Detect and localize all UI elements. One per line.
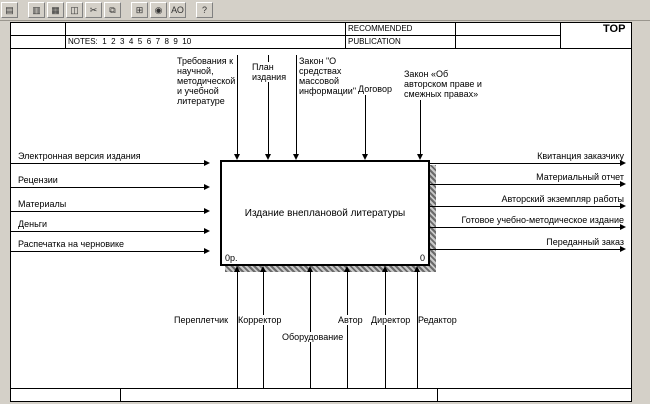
control-arrow-line[interactable] — [365, 95, 366, 154]
output-arrowhead — [620, 246, 626, 252]
input-label[interactable]: Рецензии — [18, 175, 58, 185]
output-label[interactable]: Авторский экземпляр работы — [501, 194, 624, 204]
mechanism-label[interactable]: Автор — [338, 315, 363, 325]
input-label[interactable]: Электронная версия издания — [18, 151, 141, 161]
footer-divider — [437, 388, 438, 402]
mechanism-arrowhead — [344, 266, 350, 272]
mechanism-arrowhead — [414, 266, 420, 272]
cut-icon[interactable]: ✂ — [85, 2, 102, 18]
copy-icon[interactable]: ⧉ — [104, 2, 121, 18]
output-arrowhead — [620, 224, 626, 230]
mechanism-arrowhead — [307, 266, 313, 272]
input-arrow-line[interactable] — [11, 187, 204, 188]
mechanism-arrow-line[interactable] — [237, 272, 238, 388]
frame-left-border — [10, 22, 11, 402]
save-icon[interactable]: ▦ — [47, 2, 64, 18]
control-arrowhead — [293, 154, 299, 160]
control-arrow-line[interactable] — [268, 55, 269, 154]
output-arrow-line[interactable] — [430, 227, 620, 228]
control-arrowhead — [234, 154, 240, 160]
mechanism-arrowhead — [260, 266, 266, 272]
activity-box[interactable]: Издание внеплановой литературы 0р. 0 — [220, 160, 430, 266]
control-label[interactable]: Договор — [358, 84, 392, 94]
frame-top-border — [10, 22, 632, 23]
input-label[interactable]: Материалы — [18, 199, 67, 209]
header-divider — [560, 22, 561, 48]
output-label[interactable]: Материальный отчет — [536, 172, 624, 182]
input-arrow-line[interactable] — [11, 231, 204, 232]
mechanism-label[interactable]: Корректор — [238, 315, 282, 325]
control-arrowhead — [362, 154, 368, 160]
mechanism-label[interactable]: Переплетчик — [174, 315, 229, 325]
idef0-sheet: NOTES: 1 2 3 4 5 6 7 8 9 10 RECOMMENDED … — [10, 22, 632, 402]
help-icon[interactable]: ? — [196, 2, 213, 18]
mechanism-label[interactable]: Редактор — [418, 315, 457, 325]
output-arrow-line[interactable] — [430, 206, 620, 207]
mechanism-arrow-line[interactable] — [417, 272, 418, 388]
header-divider — [65, 22, 66, 48]
mechanism-arrowhead — [234, 266, 240, 272]
output-arrowhead — [620, 181, 626, 187]
mechanism-label[interactable]: Директор — [371, 315, 411, 325]
page-icon[interactable]: ▤ — [1, 2, 18, 18]
print-icon[interactable]: ◫ — [66, 2, 83, 18]
header-divider — [455, 22, 456, 48]
input-label[interactable]: Распечатка на черновике — [18, 239, 125, 249]
control-arrowhead — [417, 154, 423, 160]
footer-line — [10, 388, 632, 389]
input-arrow-line[interactable] — [11, 251, 204, 252]
output-arrow-line[interactable] — [430, 163, 620, 164]
open-icon[interactable]: ▥ — [28, 2, 45, 18]
input-arrowhead — [204, 228, 210, 234]
frame-bottom-border — [10, 401, 632, 402]
control-arrow-line[interactable] — [237, 55, 238, 154]
control-label[interactable]: Требования к научной, методической и уче… — [177, 56, 236, 106]
output-arrowhead — [620, 160, 626, 166]
frame-right-border — [631, 22, 632, 402]
output-label[interactable]: Готовое учебно-методическое издание — [461, 215, 624, 225]
output-arrow-line[interactable] — [430, 249, 620, 250]
toolbar: ▤ ▥ ▦ ◫ ✂ ⧉ ⊞ ◉ АО ? — [0, 0, 650, 21]
footer-divider — [120, 388, 121, 402]
header-mid-line — [10, 35, 560, 36]
header-bottom-line — [10, 48, 632, 49]
mechanism-arrow-line[interactable] — [347, 272, 348, 388]
control-arrow-line[interactable] — [296, 55, 297, 154]
control-label[interactable]: Закон "О средствах массовой информации" — [299, 56, 357, 96]
input-arrow-line[interactable] — [11, 163, 204, 164]
input-arrowhead — [204, 208, 210, 214]
context-top-label: TOP — [603, 23, 626, 35]
output-arrowhead — [620, 203, 626, 209]
activity-number: 0 — [419, 253, 425, 263]
input-arrow-line[interactable] — [11, 211, 204, 212]
output-label[interactable]: Квитанция заказчику — [537, 151, 624, 161]
control-label[interactable]: Закон «Об авторском праве и смежных прав… — [404, 69, 482, 99]
activity-title: Издание внеплановой литературы — [244, 207, 406, 219]
output-arrow-line[interactable] — [430, 184, 620, 185]
mechanism-arrowhead — [382, 266, 388, 272]
mechanism-arrow-line[interactable] — [310, 272, 311, 388]
mechanism-arrow-line[interactable] — [385, 272, 386, 388]
font-icon[interactable]: АО — [169, 2, 186, 18]
output-label[interactable]: Переданный заказ — [546, 237, 624, 247]
control-label[interactable]: План издания — [252, 62, 287, 82]
activity-cost: 0р. — [225, 253, 238, 263]
input-label[interactable]: Деньги — [18, 219, 48, 229]
notes-field: NOTES: 1 2 3 4 5 6 7 8 9 10 — [68, 37, 192, 46]
mechanism-arrow-line[interactable] — [263, 272, 264, 388]
mechanism-label[interactable]: Оборудование — [282, 332, 344, 342]
status-publication: PUBLICATION — [348, 37, 401, 46]
zoom-icon[interactable]: ◉ — [150, 2, 167, 18]
control-arrowhead — [265, 154, 271, 160]
input-arrowhead — [204, 184, 210, 190]
input-arrowhead — [204, 248, 210, 254]
input-arrowhead — [204, 160, 210, 166]
control-arrow-line[interactable] — [420, 100, 421, 154]
grid-icon[interactable]: ⊞ — [131, 2, 148, 18]
status-recommended: RECOMMENDED — [348, 24, 413, 33]
header-divider — [345, 22, 346, 48]
